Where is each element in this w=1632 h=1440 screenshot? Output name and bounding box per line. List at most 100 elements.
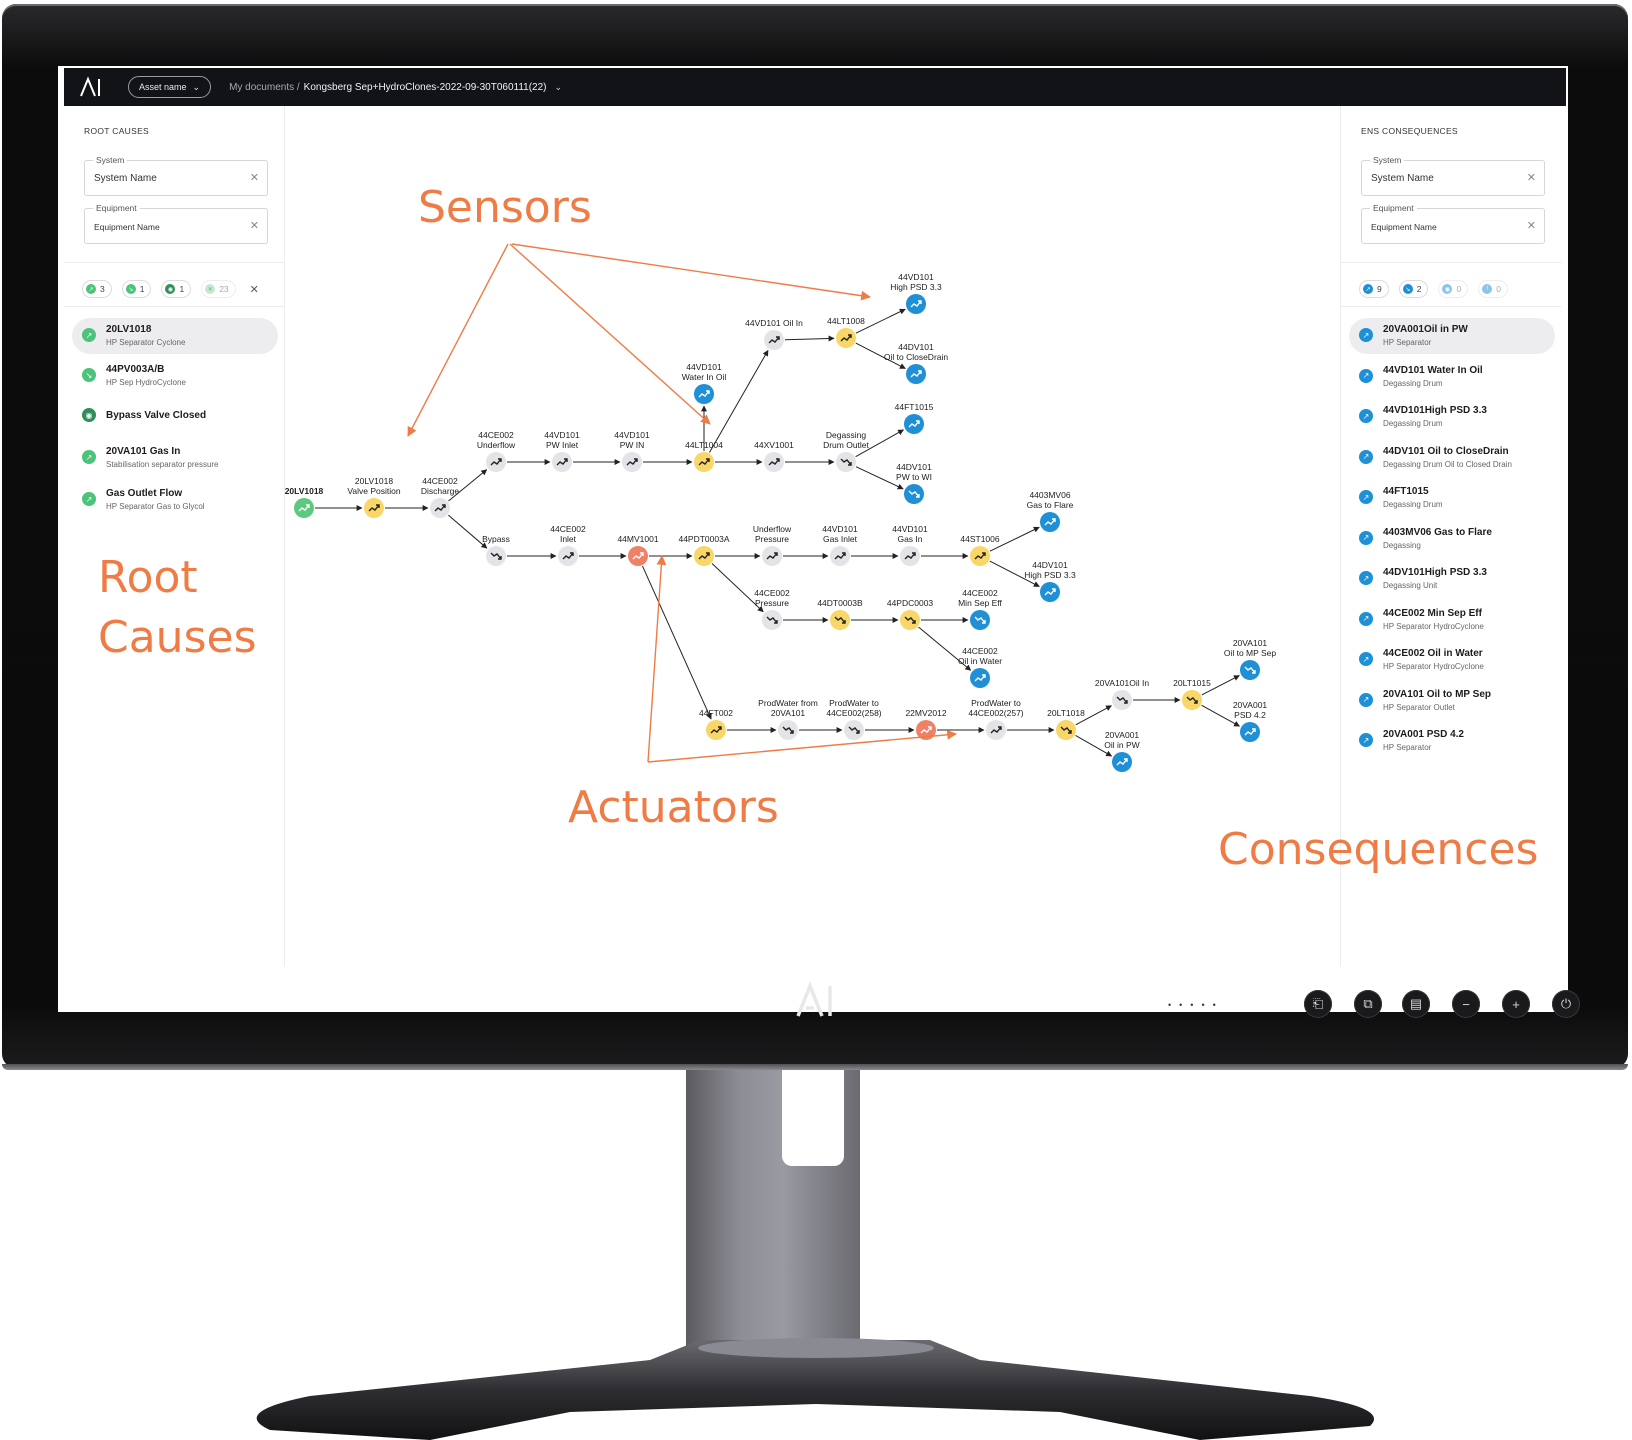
node-circle[interactable] (900, 610, 920, 630)
graph-node[interactable]: 44VD101High PSD 3.3 (890, 272, 942, 314)
power-icon[interactable]: ⏻ (1552, 990, 1580, 1018)
node-circle[interactable] (1112, 690, 1132, 710)
clear-icon[interactable]: ✕ (1526, 172, 1536, 184)
node-circle[interactable] (830, 546, 850, 566)
minus-icon[interactable]: − (1452, 990, 1480, 1018)
node-circle[interactable] (970, 668, 990, 688)
graph-node[interactable]: 20LT1018 (1047, 708, 1085, 740)
node-circle[interactable] (486, 452, 506, 472)
graph-node[interactable]: 44PDT0003A (678, 534, 730, 566)
node-circle[interactable] (986, 720, 1006, 740)
node-circle[interactable] (836, 328, 856, 348)
node-circle[interactable] (844, 720, 864, 740)
graph-node[interactable]: 20LT1015 (1173, 678, 1211, 710)
graph-node[interactable]: 44DT0003B (817, 598, 863, 630)
node-circle[interactable] (764, 452, 784, 472)
chip-trend-up[interactable]: ↗3 (82, 280, 112, 298)
graph-node[interactable]: 44XV1001 (754, 440, 794, 472)
input-source-icon[interactable]: ⎗ (1304, 990, 1332, 1018)
graph-node[interactable]: Bypass (482, 534, 510, 566)
clear-icon[interactable]: ✕ (249, 220, 259, 232)
graph-node[interactable]: 20VA101Oil to MP Sep (1224, 638, 1277, 680)
node-circle[interactable] (694, 384, 714, 404)
asset-name-dropdown[interactable]: Asset name ⌄ (128, 76, 212, 98)
graph-node[interactable]: 44LT1004 (685, 440, 723, 472)
node-circle[interactable] (904, 414, 924, 434)
chip-trend-down[interactable]: ↘2 (1398, 280, 1429, 298)
node-circle[interactable] (552, 452, 572, 472)
root-cause-item[interactable]: ↘ 44PV003A/B HP Sep HydroCyclone (72, 358, 278, 394)
node-circle[interactable] (364, 498, 384, 518)
system-filter[interactable]: System System Name ✕ (1361, 155, 1545, 196)
chip-alert[interactable]: !0 (1478, 280, 1508, 298)
node-circle[interactable] (1112, 752, 1132, 772)
node-circle[interactable] (558, 546, 578, 566)
plus-icon[interactable]: + (1502, 990, 1530, 1018)
node-circle[interactable] (970, 546, 990, 566)
graph-node[interactable]: 44PDC0003 (887, 598, 934, 630)
breadcrumb-document[interactable]: Kongsberg Sep+HydroClones-2022-09-30T060… (303, 81, 547, 93)
node-circle[interactable] (906, 294, 926, 314)
graph-node[interactable]: 20LV1018 (285, 486, 324, 518)
equipment-filter[interactable]: Equipment Equipment Name ✕ (84, 203, 268, 244)
node-circle[interactable] (622, 452, 642, 472)
node-circle[interactable] (1056, 720, 1076, 740)
chip-target[interactable]: ◉1 (161, 280, 192, 298)
node-circle[interactable] (1040, 582, 1060, 602)
node-circle[interactable] (486, 546, 506, 566)
node-circle[interactable] (694, 546, 714, 566)
root-cause-item[interactable]: ↗ Gas Outlet Flow HP Separator Gas to Gl… (72, 482, 278, 518)
equipment-filter[interactable]: Equipment Equipment Name ✕ (1361, 203, 1545, 244)
graph-node[interactable]: 44FT1015 (895, 402, 934, 434)
root-cause-item[interactable]: ↗ 20LV1018 HP Separator Cyclone (72, 318, 278, 354)
breadcrumb-root[interactable]: My documents / (229, 81, 300, 93)
node-circle[interactable] (904, 484, 924, 504)
node-circle[interactable] (294, 498, 314, 518)
node-circle[interactable] (628, 546, 648, 566)
node-circle[interactable] (706, 720, 726, 740)
picture-mode-icon[interactable]: ⧉ (1354, 990, 1382, 1018)
chip-target[interactable]: ◉0 (1438, 280, 1469, 298)
graph-node[interactable]: 44LT1008 (827, 316, 865, 348)
node-circle[interactable] (970, 610, 990, 630)
chip-inactive[interactable]: ✕23 (201, 280, 236, 298)
clear-icon[interactable]: ✕ (249, 172, 259, 184)
menu-icon[interactable]: ▤ (1402, 990, 1430, 1018)
node-circle[interactable] (1040, 512, 1060, 532)
node-circle[interactable] (762, 610, 782, 630)
node-circle[interactable] (906, 364, 926, 384)
node-circle[interactable] (694, 452, 714, 472)
node-circle[interactable] (778, 720, 798, 740)
root-cause-item[interactable]: ◉ Bypass Valve Closed (72, 398, 278, 434)
clear-icon[interactable]: ✕ (1526, 220, 1536, 232)
graph-node[interactable]: 44ST1006 (960, 534, 1000, 566)
node-circle[interactable] (1182, 690, 1202, 710)
